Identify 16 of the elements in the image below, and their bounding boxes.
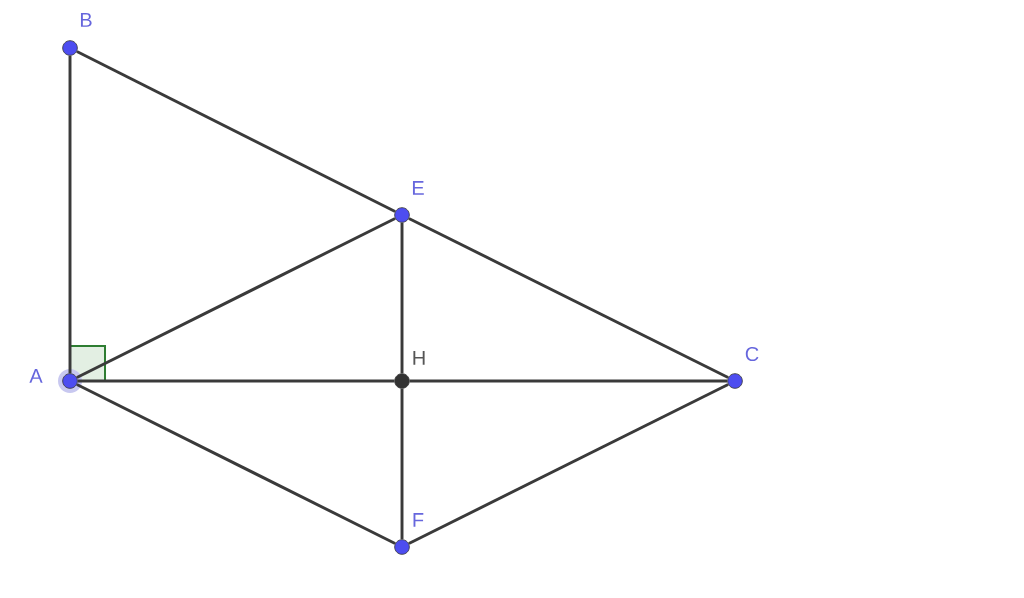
line-segment xyxy=(400,388,404,540)
point-label: E xyxy=(412,181,424,195)
line-segment xyxy=(400,222,404,374)
line-segment xyxy=(68,55,72,374)
line-segment xyxy=(77,379,395,383)
line-segment xyxy=(76,50,396,213)
line-segment xyxy=(408,383,729,545)
point-label: F xyxy=(413,513,424,527)
point-label: A xyxy=(29,369,43,383)
line-segment xyxy=(76,217,396,379)
point-label: B xyxy=(80,13,92,27)
point-label: H xyxy=(413,351,425,365)
point-label: C xyxy=(745,346,759,362)
line-segment xyxy=(76,383,396,545)
line-segment xyxy=(408,217,729,379)
line-segment xyxy=(409,379,728,383)
